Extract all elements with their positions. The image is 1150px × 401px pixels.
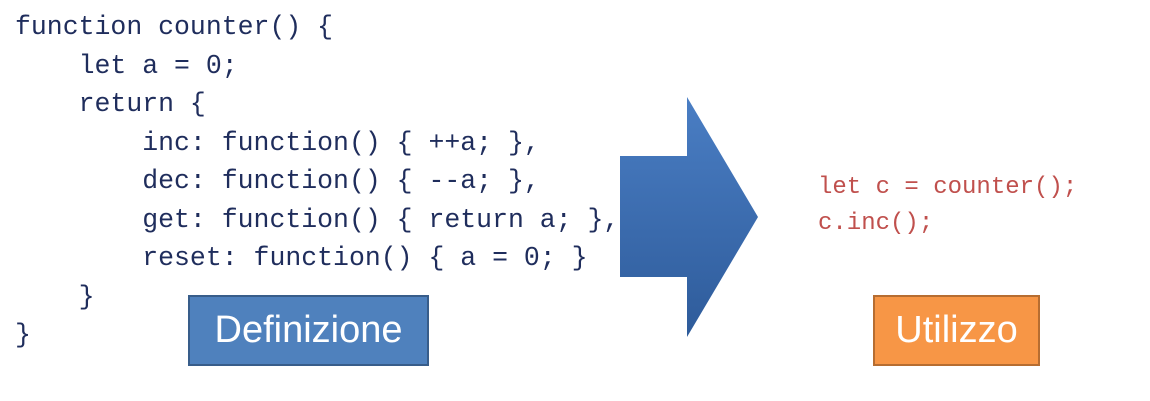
definition-code-block: function counter() { let a = 0; return {… (15, 8, 619, 355)
code-line: return { (15, 89, 206, 119)
code-line: } (15, 320, 31, 350)
code-line: dec: function() { --a; }, (15, 166, 540, 196)
code-line: function counter() { (15, 12, 334, 42)
code-line: reset: function() { a = 0; } (15, 243, 588, 273)
definition-label: Definizione (188, 295, 429, 366)
usage-code-block: let c = counter(); c.inc(); (818, 170, 1077, 242)
usage-label: Utilizzo (873, 295, 1040, 366)
code-line: get: function() { return a; }, (15, 204, 620, 235)
right-arrow-icon (620, 97, 758, 337)
usage-line: let c = counter(); (818, 174, 1078, 201)
usage-line: c.inc(); (818, 210, 934, 237)
code-line: } (15, 281, 95, 312)
code-line: let a = 0; (15, 50, 238, 81)
code-line: inc: function() { ++a; }, (15, 127, 540, 158)
